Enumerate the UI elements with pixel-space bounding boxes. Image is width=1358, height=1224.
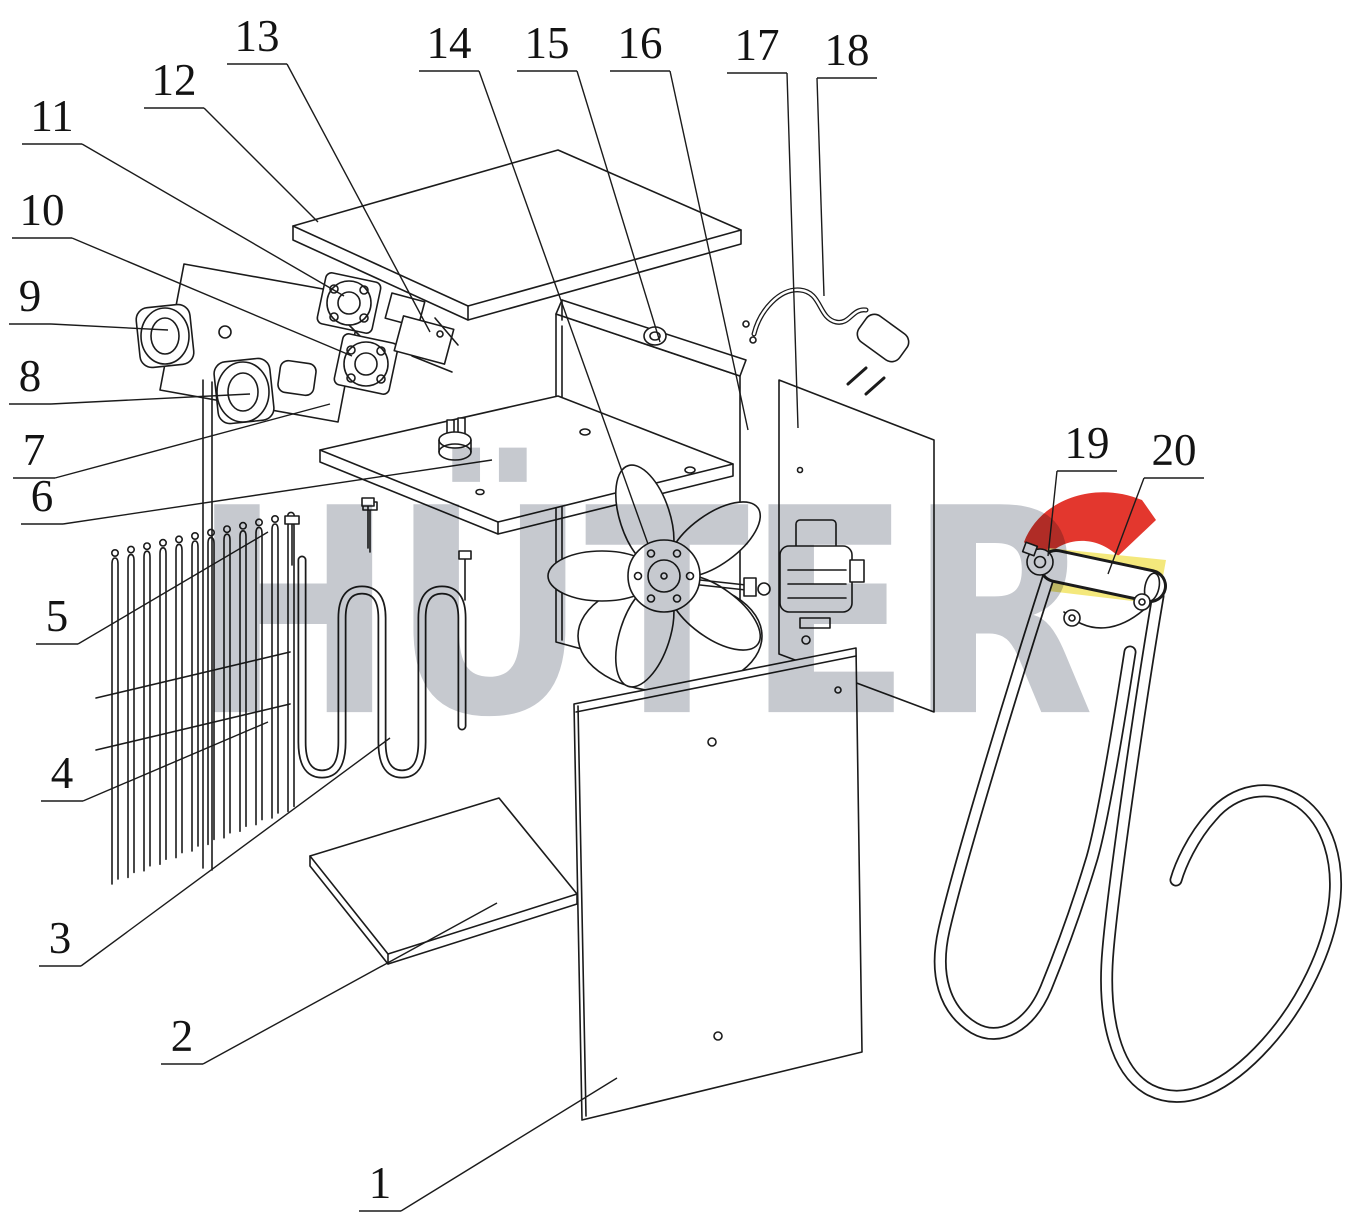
coil-eyelet bbox=[223, 525, 232, 534]
leader-line-18 bbox=[816, 77, 825, 297]
part-number-12: 12 bbox=[152, 55, 197, 105]
part-number-13: 13 bbox=[235, 11, 280, 61]
heating-coil-tube bbox=[127, 553, 135, 879]
power-knob bbox=[213, 357, 275, 425]
coil-standoff-pin bbox=[362, 501, 378, 553]
coil-eyelet bbox=[239, 521, 248, 530]
handle-clamp bbox=[1021, 541, 1054, 576]
stand-rear-leg-inner bbox=[1101, 591, 1341, 1102]
part-number-4: 4 bbox=[51, 748, 74, 798]
coil-eyelet bbox=[207, 528, 216, 537]
heating-coil-tube bbox=[255, 526, 263, 826]
heating-coil-tube bbox=[175, 543, 183, 859]
leader-line-16 bbox=[669, 70, 749, 431]
coil-eyelet bbox=[270, 514, 279, 523]
heating-coil-tube bbox=[287, 519, 295, 813]
coil-eyelet bbox=[175, 535, 184, 544]
part-number-7: 7 bbox=[23, 425, 46, 475]
part-number-11: 11 bbox=[30, 91, 73, 141]
heating-coil-tube bbox=[191, 540, 199, 852]
heating-coil-tube bbox=[223, 533, 231, 839]
thermostat-knob bbox=[135, 303, 195, 369]
stand-frame bbox=[933, 541, 1342, 1103]
heating-coil-tube bbox=[207, 536, 215, 846]
control-panel bbox=[159, 263, 363, 423]
element-standoff-pin bbox=[361, 497, 375, 549]
coil-eyelet bbox=[191, 531, 200, 540]
leader-line-13 bbox=[286, 63, 431, 333]
coil-eyelet bbox=[111, 548, 120, 557]
inner-rear-panel bbox=[778, 379, 935, 713]
leader-line-10 bbox=[71, 237, 353, 357]
part-number-6: 6 bbox=[31, 471, 54, 521]
leader-line-14 bbox=[478, 70, 649, 545]
leader-line-19 bbox=[1047, 470, 1058, 557]
motor-foot bbox=[799, 617, 831, 629]
coil-eyelet bbox=[159, 538, 168, 547]
shaft-coupling bbox=[699, 577, 771, 597]
wall-bushing-hole bbox=[643, 326, 667, 346]
part-number-3: 3 bbox=[49, 913, 72, 963]
element-standoff-pin bbox=[458, 550, 472, 601]
part-number-1: 1 bbox=[369, 1158, 392, 1208]
coil-support-wire bbox=[95, 651, 291, 699]
part-number-5: 5 bbox=[46, 591, 69, 641]
heating-coil-tube bbox=[143, 550, 151, 872]
leader-line-4 bbox=[82, 721, 269, 802]
heating-coil-tube bbox=[111, 557, 119, 885]
part-number-16: 16 bbox=[618, 18, 663, 68]
part-number-2: 2 bbox=[171, 1011, 194, 1061]
heating-coil-tube bbox=[239, 530, 247, 832]
leader-line-9 bbox=[50, 323, 169, 331]
leader-line-3 bbox=[80, 737, 391, 967]
leader-line-11 bbox=[81, 143, 345, 297]
leader-line-1 bbox=[400, 1077, 618, 1212]
switch-assembly bbox=[384, 292, 459, 373]
part-number-8: 8 bbox=[19, 351, 42, 401]
part-number-20: 20 bbox=[1152, 425, 1197, 475]
part-number-18: 18 bbox=[825, 25, 870, 75]
leader-line-15 bbox=[576, 70, 661, 343]
middle-plate bbox=[319, 395, 734, 535]
coil-support-wire bbox=[95, 703, 291, 751]
front-panel bbox=[573, 647, 863, 1121]
coil-eyelet bbox=[127, 545, 136, 554]
fan-assembly bbox=[547, 464, 771, 693]
leader-line-12 bbox=[203, 107, 319, 223]
leader-line-5 bbox=[77, 531, 269, 645]
coil-eyelet bbox=[255, 518, 264, 527]
thermal-cutout bbox=[438, 417, 472, 461]
bearing-flange-lower bbox=[333, 324, 399, 395]
coil-heating-element bbox=[95, 379, 378, 885]
part-number-19: 19 bbox=[1065, 418, 1110, 468]
part-number-9: 9 bbox=[19, 271, 42, 321]
fan-motor bbox=[779, 519, 865, 629]
bottom-plate bbox=[309, 797, 578, 965]
tubular-heating-element bbox=[297, 497, 472, 779]
leader-line-2 bbox=[202, 902, 498, 1065]
stand-rear-leg bbox=[1100, 589, 1342, 1103]
power-cord bbox=[742, 287, 910, 396]
handle-bracket bbox=[1063, 593, 1151, 629]
fan-hub bbox=[627, 539, 701, 613]
leader-line-7 bbox=[54, 403, 331, 479]
logo-red-swoosh bbox=[1024, 492, 1156, 564]
heating-coil-tube bbox=[159, 547, 167, 865]
power-plug bbox=[846, 313, 910, 396]
part-number-17: 17 bbox=[735, 20, 780, 70]
leader-line-8 bbox=[50, 393, 251, 405]
top-cover bbox=[292, 149, 742, 321]
leader-line-6 bbox=[62, 459, 493, 525]
coil-eyelet bbox=[143, 542, 152, 551]
heating-coil-tube bbox=[271, 523, 279, 819]
part-number-10: 10 bbox=[20, 185, 65, 235]
leader-line-20 bbox=[1107, 477, 1145, 575]
part-number-14: 14 bbox=[427, 18, 472, 68]
leader-line-17 bbox=[786, 72, 799, 429]
part-number-15: 15 bbox=[525, 18, 570, 68]
stand-front-leg-inner bbox=[935, 567, 1135, 1039]
coil-standoff-pin bbox=[284, 515, 300, 566]
